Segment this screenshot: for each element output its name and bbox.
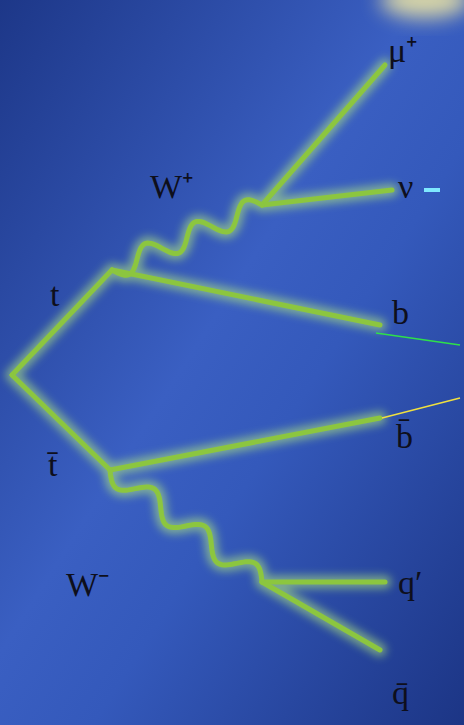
antitop-quark-line (12, 375, 110, 470)
particle-label: μ⁺ (388, 34, 417, 68)
glow (380, 0, 464, 18)
particle-label: W⁻ (66, 568, 109, 602)
particle-label: b̄ (396, 420, 413, 454)
particle-label: q̄ (392, 676, 409, 710)
fermion-lines (12, 65, 392, 650)
top-quark-line (12, 270, 112, 375)
antiquark-line (262, 582, 380, 650)
antib-quark-line (110, 418, 380, 470)
neutrino-line (262, 190, 392, 205)
w-boson-wiggle (110, 470, 262, 582)
particle-label: t̄ (48, 448, 57, 482)
w-boson-wiggle (112, 200, 262, 276)
track-mark (424, 188, 440, 192)
muon-line (262, 65, 385, 205)
quark-line (262, 580, 385, 585)
track-line (376, 333, 460, 345)
b-quark-line (112, 270, 380, 325)
track-line (382, 398, 460, 418)
particle-label: ν (398, 170, 413, 204)
particle-label: q′ (398, 566, 422, 600)
line-glow (12, 65, 392, 650)
particle-label: t (50, 278, 59, 312)
particle-label: W⁺ (150, 170, 193, 204)
particle-label: b (392, 296, 409, 330)
